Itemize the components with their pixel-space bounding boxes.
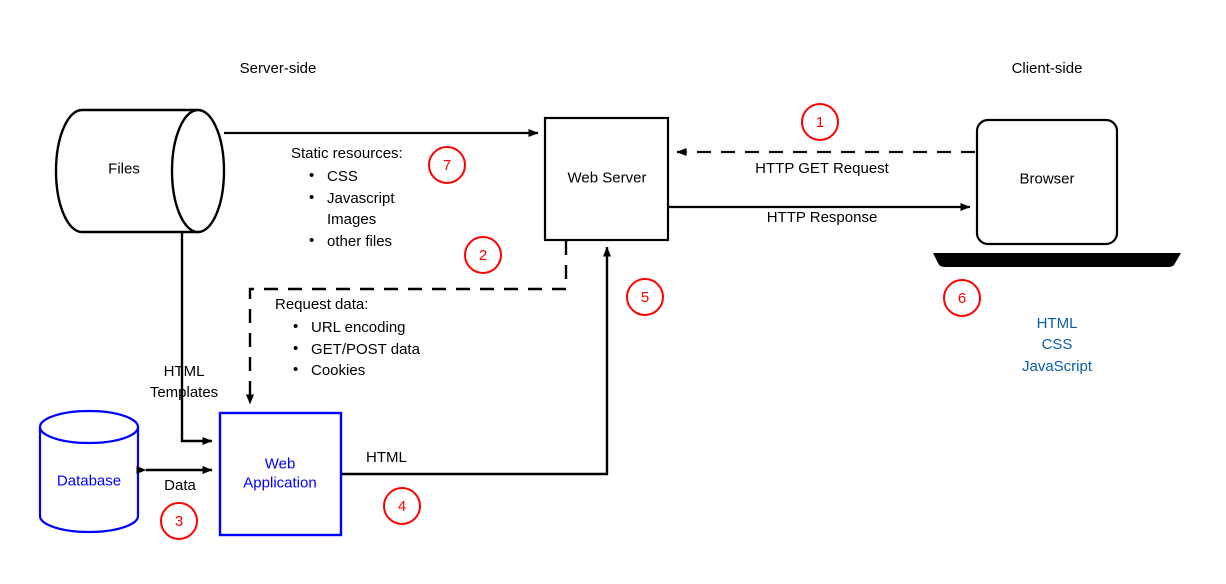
web-server-node-shape — [543, 116, 670, 242]
client-tech-html: HTML — [1036, 315, 1078, 332]
step-marker-5: 5 — [626, 278, 664, 316]
browser-node-label: Browser — [1019, 170, 1075, 188]
database-node-shape — [38, 409, 140, 534]
step-marker-6: 6 — [943, 279, 981, 317]
list-item: GET/POST data — [293, 338, 420, 361]
http-get-request-label: HTTP GET Request — [755, 160, 889, 177]
step-marker-7: 7 — [428, 146, 466, 184]
request-data-block: Request data: URL encoding GET/POST data… — [275, 294, 420, 382]
static-resources-heading: Static resources: — [291, 145, 403, 162]
static-resources-list: CSS Javascript Images other files — [291, 165, 403, 253]
request-data-list: URL encoding GET/POST data Cookies — [275, 316, 420, 382]
html-templates-label: HTML Templates — [150, 361, 218, 404]
list-item: Cookies — [293, 359, 420, 382]
list-item: CSS — [309, 165, 403, 188]
html-templates-line1: HTML — [163, 363, 205, 380]
web-application-label-line1: Web — [264, 455, 296, 473]
client-tech-css: CSS — [1041, 336, 1073, 354]
list-item: URL encoding — [293, 316, 420, 339]
list-item: other files — [309, 230, 403, 253]
static-resources-block: Static resources: CSS Javascript Images … — [291, 143, 403, 253]
edge-html-templates — [180, 233, 213, 445]
list-item: Images — [327, 211, 377, 229]
database-node-label: Database — [56, 472, 122, 490]
step-marker-1: 1 — [801, 103, 839, 141]
browser-node-shape — [933, 118, 1181, 267]
html-templates-line2: Templates — [149, 384, 219, 402]
step-marker-4: 4 — [383, 487, 421, 525]
files-node-shape — [54, 108, 226, 234]
web-application-node-label: Web Application — [243, 455, 316, 493]
edge-request-data — [246, 241, 568, 405]
list-item: Javascript — [309, 187, 403, 210]
client-tech-javascript: JavaScript — [1021, 357, 1093, 375]
html-edge-label: HTML — [366, 449, 407, 466]
request-data-heading: Request data: — [275, 296, 369, 313]
http-response-label: HTTP Response — [766, 209, 878, 226]
data-edge-label: Data — [164, 477, 196, 494]
client-side-title: Client-side — [1011, 60, 1083, 77]
files-node-label: Files — [108, 160, 140, 178]
server-side-title: Server-side — [239, 60, 317, 77]
web-server-node-label: Web Server — [567, 169, 647, 187]
web-application-node-shape — [218, 411, 343, 537]
step-marker-3: 3 — [160, 502, 198, 540]
client-technologies-label: HTML CSS JavaScript — [1022, 313, 1092, 377]
step-marker-2: 2 — [464, 236, 502, 274]
web-application-label-line2: Application — [243, 474, 317, 491]
edge-html-to-web-server — [342, 246, 611, 476]
